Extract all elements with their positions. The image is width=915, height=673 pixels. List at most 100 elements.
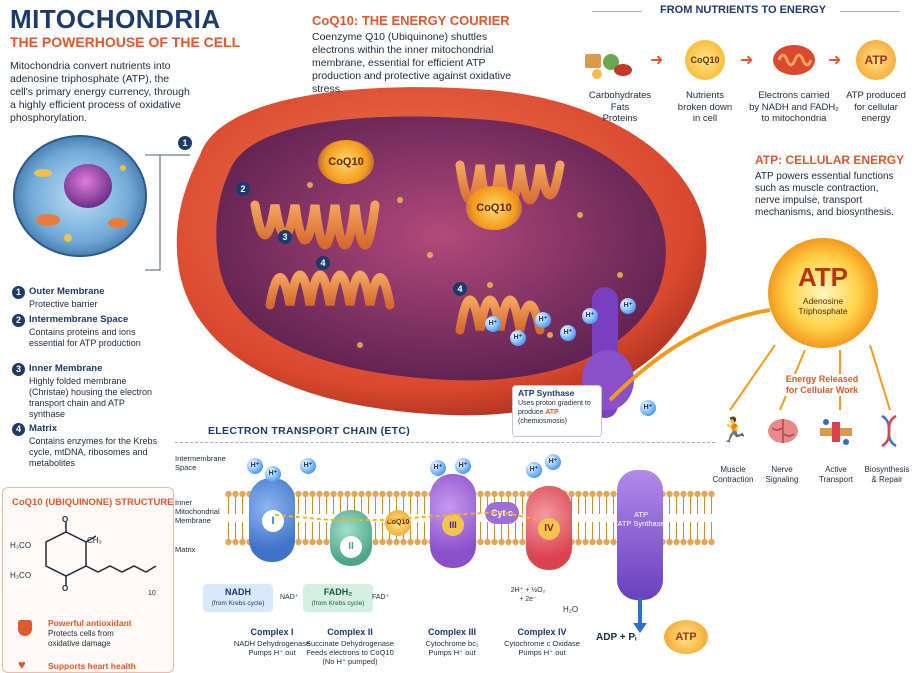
nadh-sub: (from Krebs cycle): [211, 600, 265, 607]
complex-iv-desc: Cytochrome c Oxidase Pumps H⁺ out: [504, 639, 580, 657]
complex-ii-desc: Succinate Dehydrogenase Feeds electrons …: [306, 639, 394, 666]
oxygen-atom: O: [62, 515, 69, 524]
oxygen-atom: O: [62, 584, 69, 593]
complex-iv-name: Complex IV: [517, 627, 567, 637]
hplus-ion: H⁺: [510, 330, 526, 346]
atp-energy-text: ATP powers essential functions such as m…: [755, 171, 894, 218]
cell-illustration: [13, 135, 147, 257]
atp-sun-icon: [768, 238, 878, 348]
membrane-transport-icon: [818, 418, 854, 446]
hplus-ion: H⁺: [620, 298, 636, 314]
badge-2: 2: [236, 182, 250, 196]
hplus-ion: H⁺: [247, 458, 263, 474]
hplus-ion: H⁺: [560, 325, 576, 341]
step-label-4: ATP produced for cellular energy: [846, 90, 906, 124]
oxygen-label: 2H⁺ + ½O₂ + 2e⁻: [510, 587, 546, 603]
complex-iii-name: Complex III: [427, 627, 476, 637]
coq10-carrier: CoQ10: [385, 510, 411, 536]
methyl-label: CH₃: [87, 536, 102, 545]
repeat-count: 10: [148, 590, 156, 597]
fad-label: FAD⁺: [372, 594, 390, 601]
badge-3: 3: [278, 230, 292, 244]
hplus-ion: H⁺: [640, 400, 656, 416]
badge-4: 4: [316, 256, 330, 270]
electron-path: [274, 510, 541, 521]
complex-iv-label: IV: [538, 518, 560, 540]
atp-synthase-callout: [512, 385, 602, 437]
methoxy-label-2: H₃CO: [10, 571, 32, 580]
hplus-ion: H⁺: [300, 458, 316, 474]
use-label-transport: Active Transport: [819, 465, 853, 484]
nadh-box: [203, 584, 273, 612]
arrow-right-icon: ➜: [650, 52, 664, 69]
adp-label: ADP + Pᵢ: [596, 632, 637, 643]
coq10-text: Coenzyme Q10 (Ubiquinone) shuttles elect…: [312, 31, 512, 95]
etc-title: ELECTRON TRANSPORT CHAIN (ETC): [208, 425, 411, 437]
water-label: H₂O: [563, 605, 579, 614]
fadh2-box: [303, 584, 373, 612]
coq10-glow-1: CoQ10: [318, 140, 374, 184]
nadh-label: NADH: [225, 587, 251, 597]
use-label-nerve: Nerve Signaling: [765, 465, 799, 484]
label-matrix: Matrix: [175, 545, 196, 554]
synthase-text: Uses proton gradient to produce ATP(chem…: [518, 400, 591, 425]
complex-iii-label: III: [442, 514, 464, 536]
hplus-ion: H⁺: [430, 460, 446, 476]
mitochondria-small-icon: [771, 40, 817, 80]
coq10-small-icon: CoQ10: [685, 40, 725, 80]
page-title: MITOCHONDRIA: [10, 4, 221, 34]
nutrients-title: FROM NUTRIENTS TO ENERGY: [660, 4, 827, 16]
complex-iii-desc: Cytochrome bc₁ Pumps H⁺ out: [425, 639, 479, 657]
atp-sun-label: ATP: [797, 262, 849, 292]
divider: [840, 11, 900, 12]
energy-released-label: Energy Released for Cellular Work: [772, 374, 872, 396]
complex-ii-name: Complex II: [327, 627, 373, 637]
runner-icon: 🏃: [719, 417, 749, 444]
atp-output-icon: ATP: [664, 620, 708, 654]
badge-4b: 4: [453, 282, 467, 296]
badge-1: 1: [178, 136, 192, 150]
hplus-ion: H⁺: [582, 308, 598, 324]
heart-icon: ♥: [18, 657, 26, 672]
synthase-down-arrow: [633, 597, 647, 633]
coq10-title: CoQ10: THE ENERGY COURIER: [312, 13, 510, 28]
step-label-3: Electrons carried by NADH and FADH₂ to m…: [749, 90, 839, 124]
complex-i-desc: NADH Dehydrogenase Pumps H⁺ out: [233, 639, 311, 657]
nad-label: NAD⁺: [280, 594, 299, 601]
atp-synthase-protein: [617, 470, 663, 600]
fadh2-label: FADH₂: [323, 587, 353, 597]
hplus-ion: H⁺: [526, 462, 542, 478]
label-intermembrane: Intermembrane Space: [175, 454, 226, 472]
dna-icon: [878, 414, 900, 448]
shield-icon: [18, 620, 32, 636]
use-label-muscle: Muscle Contraction: [712, 465, 754, 484]
energy-arrows: [608, 308, 891, 411]
atp-sun-sub: Adenosine Triphosphate: [798, 296, 848, 316]
hplus-ion: H⁺: [545, 454, 561, 470]
atp-energy-title: ATP: CELLULAR ENERGY: [755, 153, 905, 167]
atp-small-icon: ATP: [856, 40, 896, 80]
arrow-right-icon: ➜: [828, 52, 842, 69]
structure-title: CoQ10 (UBIQUINONE) STRUCTURE: [12, 497, 174, 508]
benefit-title-2: Supports heart health: [48, 661, 136, 671]
use-label-biosynthesis: Biosynthesis & Repair: [864, 465, 910, 484]
step-label-2: Nutrients broken down in cell: [677, 90, 733, 124]
label-inner-membrane: Inner Mitochondrial Membrane: [175, 498, 220, 525]
methoxy-label-1: H₃CO: [10, 541, 32, 550]
ubiquinone-structure: [45, 522, 157, 586]
hplus-ion: H⁺: [265, 466, 281, 482]
benefit-title-1: Powerful antioxidant: [48, 618, 132, 628]
zoom-lines: [145, 154, 190, 271]
fadh2-sub: (from Krebs cycle): [311, 600, 365, 607]
coq10-structure-panel: [2, 487, 174, 673]
complex-i-name: Complex I: [250, 627, 294, 637]
synthase-title: ATP Synthase: [518, 388, 575, 398]
brain-icon: [766, 416, 800, 446]
hplus-ion: H⁺: [535, 312, 551, 328]
page-subtitle: THE POWERHOUSE OF THE CELL: [10, 34, 241, 50]
food-icon: [583, 40, 633, 82]
atp-synthase-label: ATP ATP Synthase: [617, 510, 665, 528]
